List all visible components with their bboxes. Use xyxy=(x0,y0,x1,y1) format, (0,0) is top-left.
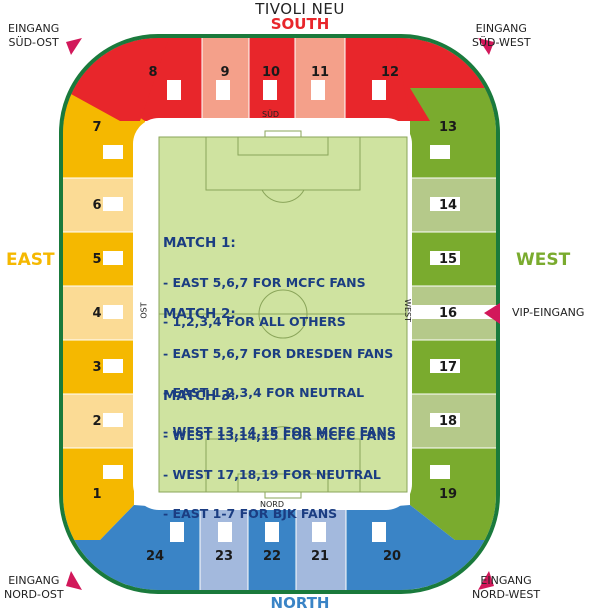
block-label: 1 xyxy=(92,487,101,502)
block-label: 7 xyxy=(92,120,101,135)
gate-sued-ost: EINGANG SÜD-OST xyxy=(8,22,60,49)
match-note-2: MATCH 2: - EAST 5,6,7 FOR DRESDEN FANS -… xyxy=(163,306,396,439)
block-label: 14 xyxy=(439,198,457,213)
block-label: 3 xyxy=(92,360,101,375)
gate-vip: VIP-EINGANG xyxy=(512,306,585,319)
gate-nord-ost: EINGANG NORD-OST xyxy=(4,574,64,601)
side-label-nord: NORD xyxy=(260,500,284,509)
block-11[interactable] xyxy=(295,35,345,121)
block-label: 6 xyxy=(92,198,101,213)
seat-markers xyxy=(103,80,460,542)
football-pitch xyxy=(158,130,408,499)
east-label: EAST xyxy=(6,250,55,270)
block-label: 13 xyxy=(439,120,457,135)
block-label: 15 xyxy=(439,252,457,267)
block-label: 5 xyxy=(92,252,101,267)
block-label: 20 xyxy=(383,549,401,564)
block-label: 11 xyxy=(311,65,329,80)
stadium-title: TIVOLI NEU xyxy=(255,0,345,18)
gate-sued-west: EINGANG SÜD-WEST xyxy=(472,22,531,49)
block-10[interactable] xyxy=(249,35,295,121)
south-label: SOUTH xyxy=(270,15,330,33)
block-label: 8 xyxy=(148,65,157,80)
gate-arrow-nord-ost xyxy=(66,571,82,590)
north-label: NORTH xyxy=(270,594,330,612)
block-label: 4 xyxy=(92,306,101,321)
block-label: 18 xyxy=(439,414,457,429)
gate-arrow-sued-west xyxy=(478,38,494,55)
block-label: 21 xyxy=(311,549,329,564)
block-label: 22 xyxy=(263,549,281,564)
block-label: 2 xyxy=(92,414,101,429)
west-label: WEST xyxy=(516,250,571,270)
block-label: 24 xyxy=(146,549,164,564)
block-9[interactable] xyxy=(202,35,249,121)
side-label-west: WEST xyxy=(402,299,412,322)
block-label: 19 xyxy=(439,487,457,502)
match-note-1: MATCH 1: - EAST 5,6,7 FOR MCFC FANS - 1,… xyxy=(163,235,366,329)
side-label-sued: SÜD xyxy=(262,110,280,119)
gate-nord-west: EINGANG NORD-WEST xyxy=(472,574,541,601)
gate-arrow-nord-west xyxy=(478,571,494,590)
block-label: 23 xyxy=(215,549,233,564)
block-label: 12 xyxy=(381,65,399,80)
block-label: 17 xyxy=(439,360,457,375)
gate-arrow-vip xyxy=(484,303,500,324)
block-label: 16 xyxy=(439,306,457,321)
block-label: 9 xyxy=(220,65,229,80)
match-note-3: MATCH 3: - WEST 13,14,15 FOR MCFC FANS -… xyxy=(163,388,396,521)
side-label-ost: OST xyxy=(139,302,149,319)
gate-arrow-sued-ost xyxy=(66,38,82,55)
block-label: 10 xyxy=(262,65,280,80)
